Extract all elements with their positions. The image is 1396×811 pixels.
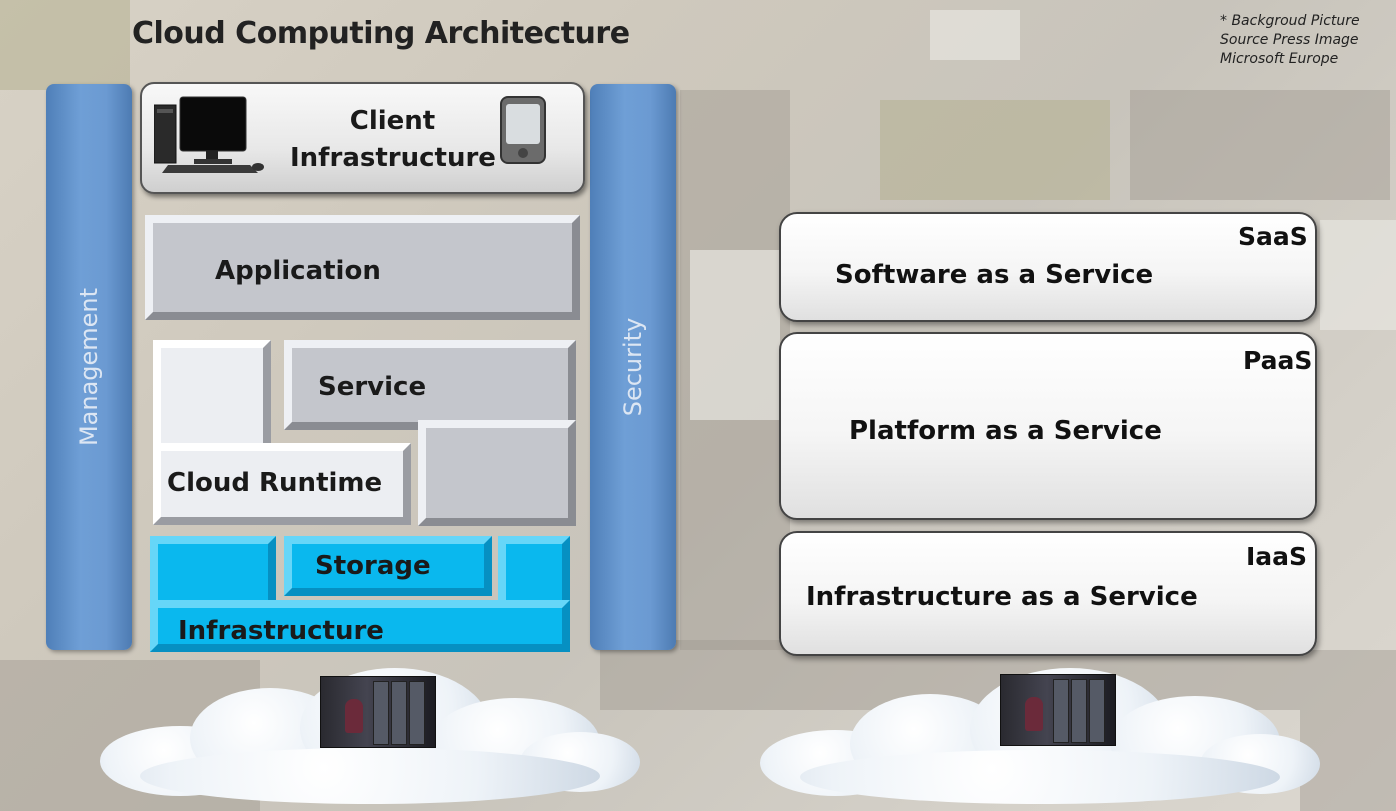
saas-name: Software as a Service: [835, 260, 1154, 290]
application-label: Application: [215, 256, 381, 286]
security-label: Security: [619, 317, 647, 417]
page-title: Cloud Computing Architecture: [132, 16, 630, 51]
datacenter-cloud-icon: [100, 668, 640, 808]
server-rack-icon: [1000, 674, 1116, 746]
application-layer: [145, 215, 580, 320]
management-label: Management: [75, 287, 103, 447]
service-layer-right: [418, 420, 576, 526]
background-site: [0, 0, 130, 90]
mobile-device-icon: [500, 96, 546, 164]
background-building: [930, 10, 1020, 60]
credit-line: Microsoft Europe: [1220, 51, 1339, 67]
infrastructure-label: Infrastructure: [178, 616, 384, 646]
saas-abbr: SaaS: [1238, 222, 1308, 251]
background-ground: [1300, 650, 1396, 811]
client-label-line: Infrastructure: [290, 143, 496, 173]
background-containers: [690, 250, 780, 420]
credit-line: * Backgroud Picture: [1220, 13, 1360, 29]
iaas-box: [779, 531, 1317, 656]
desktop-computer-icon: [154, 96, 264, 173]
paas-box: [779, 332, 1317, 520]
infrastructure-layer-bottom: [150, 600, 570, 652]
service-label: Service: [318, 372, 427, 402]
iaas-name: Infrastructure as a Service: [806, 582, 1198, 612]
paas-name: Platform as a Service: [849, 416, 1162, 446]
server-rack-icon: [320, 676, 436, 748]
background-field: [880, 100, 1110, 200]
image-credit: * Backgroud Picture Source Press Image M…: [1220, 12, 1360, 69]
iaas-abbr: IaaS: [1246, 542, 1308, 571]
storage-label: Storage: [315, 551, 431, 581]
background-building: [1320, 220, 1396, 330]
management-pillar: Management: [46, 84, 132, 650]
cloud-runtime-layer-bottom: [153, 443, 411, 525]
storage-layer: [284, 536, 492, 596]
security-pillar: Security: [590, 84, 676, 650]
paas-abbr: PaaS: [1243, 346, 1313, 375]
credit-line: Source Press Image: [1220, 32, 1359, 48]
background-parking: [1130, 90, 1390, 200]
client-label-line: Client: [349, 106, 436, 136]
client-infrastructure-label: Client Infrastructure: [290, 103, 496, 177]
datacenter-cloud-icon: [760, 668, 1320, 808]
cloud-runtime-label: Cloud Runtime: [167, 468, 383, 498]
service-layer-top: [284, 340, 576, 430]
saas-box: [779, 212, 1317, 322]
